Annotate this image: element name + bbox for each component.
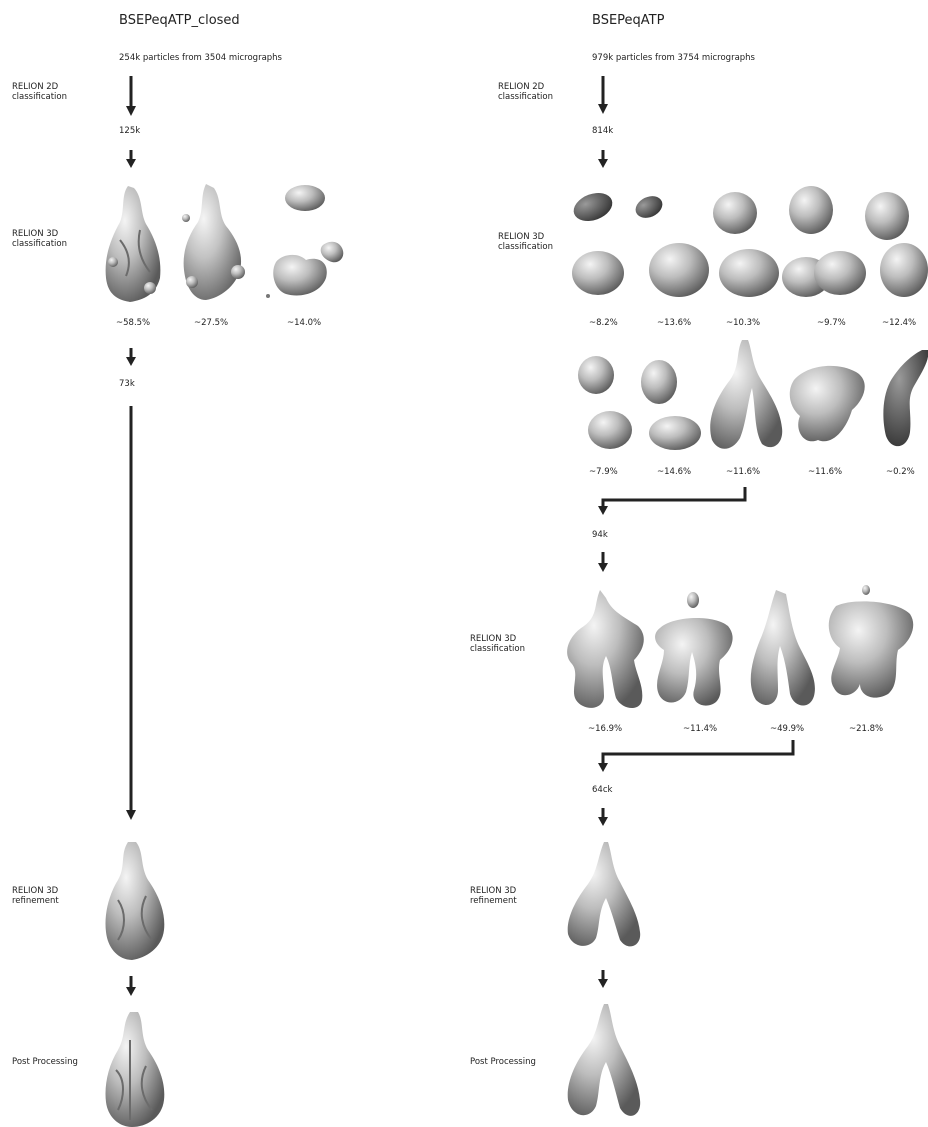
step-label-line2: classification <box>12 239 67 249</box>
right-start-particles: 979k particles from 3754 micrographs <box>592 53 755 63</box>
right-row2-pct: ~7.9% <box>589 467 618 477</box>
step-label-line1: RELION 3D <box>470 886 517 896</box>
density-map-left-class2 <box>182 184 245 300</box>
step-label-line1: RELION 3D <box>470 634 525 644</box>
arrow-right-refine <box>598 970 608 988</box>
step-label-line1: RELION 3D <box>498 232 553 242</box>
arrow-right-merge-2 <box>598 740 793 772</box>
step-label-line1: RELION 3D <box>12 229 67 239</box>
left-start-particles: 254k particles from 3504 micrographs <box>119 53 282 63</box>
right-count-94k: 94k <box>592 530 608 540</box>
left-class-pct: ~58.5% <box>116 318 150 328</box>
density-map-left-refinement <box>106 842 165 960</box>
arrow-left-refine <box>126 976 136 996</box>
left-step-relion-2d: RELION 2D classification <box>12 82 67 102</box>
right-row3-pct: ~16.9% <box>588 724 622 734</box>
right-row2-pct: ~0.2% <box>886 467 915 477</box>
step-label-line1: RELION 3D <box>12 886 59 896</box>
left-step-post-processing: Post Processing <box>12 1057 78 1067</box>
arrow-left-125k <box>126 150 136 168</box>
step-label-line2: classification <box>498 92 553 102</box>
left-class-pct: ~14.0% <box>287 318 321 328</box>
step-label-line2: classification <box>470 644 525 654</box>
right-row2-pct: ~11.6% <box>808 467 842 477</box>
right-row2-pct: ~11.6% <box>726 467 760 477</box>
density-map-left-class3 <box>266 185 343 298</box>
density-map-left-postprocess <box>106 1012 165 1127</box>
arrow-right-814k <box>598 150 608 168</box>
right-row1-pct: ~9.7% <box>817 318 846 328</box>
density-map-right-row2 <box>578 340 928 450</box>
step-label-line1: RELION 2D <box>12 82 67 92</box>
right-column-title: BSEPeqATP <box>592 13 664 28</box>
arrow-right-94k <box>598 552 608 572</box>
right-row3-pct: ~21.8% <box>849 724 883 734</box>
right-count-814k: 814k <box>592 126 613 136</box>
step-label-line2: classification <box>498 242 553 252</box>
arrow-left-long <box>126 406 136 820</box>
density-map-right-row3 <box>567 585 913 708</box>
arrow-left-2d <box>126 76 136 116</box>
right-row1-pct: ~10.3% <box>726 318 760 328</box>
step-label-line1: RELION 2D <box>498 82 553 92</box>
arrow-right-merge-1 <box>598 487 745 515</box>
right-step-relion-3d-refine: RELION 3D refinement <box>470 886 517 906</box>
left-count-73k: 73k <box>119 379 135 389</box>
left-step-relion-3d-class: RELION 3D classification <box>12 229 67 249</box>
step-label-line2: refinement <box>12 896 59 906</box>
right-row3-pct: ~11.4% <box>683 724 717 734</box>
arrow-right-64ck <box>598 808 608 826</box>
right-row1-pct: ~13.6% <box>657 318 691 328</box>
right-count-64ck: 64ck <box>592 785 612 795</box>
right-row2-pct: ~14.6% <box>657 467 691 477</box>
left-class-pct: ~27.5% <box>194 318 228 328</box>
right-row1-pct: ~12.4% <box>882 318 916 328</box>
right-step-relion-2d: RELION 2D classification <box>498 82 553 102</box>
density-map-right-row1 <box>570 186 928 297</box>
step-label-line2: classification <box>12 92 67 102</box>
density-map-right-postprocess <box>568 1004 640 1116</box>
density-map-right-refinement <box>568 842 640 946</box>
left-column-title: BSEPeqATP_closed <box>119 13 240 28</box>
density-map-left-class1 <box>106 186 161 302</box>
right-step-relion-3d-class-1: RELION 3D classification <box>498 232 553 252</box>
left-step-relion-3d-refine: RELION 3D refinement <box>12 886 59 906</box>
arrow-right-2d <box>598 76 608 114</box>
right-row1-pct: ~8.2% <box>589 318 618 328</box>
step-label-line2: refinement <box>470 896 517 906</box>
right-step-post-processing: Post Processing <box>470 1057 536 1067</box>
right-row3-pct: ~49.9% <box>770 724 804 734</box>
right-step-relion-3d-class-2: RELION 3D classification <box>470 634 525 654</box>
left-count-125k: 125k <box>119 126 140 136</box>
arrow-left-3d <box>126 348 136 366</box>
